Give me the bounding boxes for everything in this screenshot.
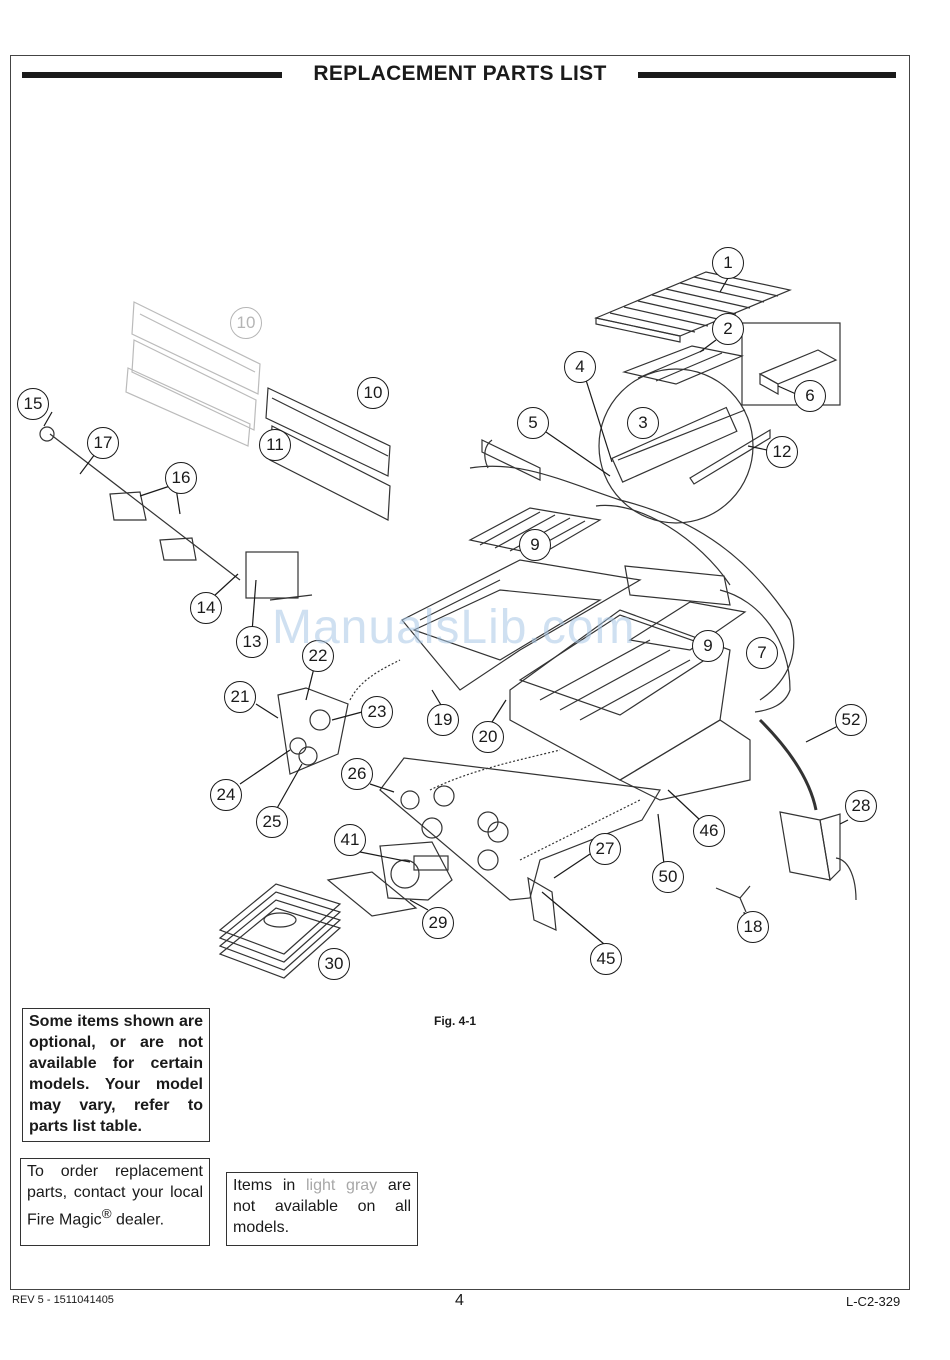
callout-27: 27	[589, 833, 621, 865]
optional-items-note: Some items shown are optional, or are no…	[22, 1008, 210, 1142]
callout-46: 46	[693, 815, 725, 847]
callout-5: 5	[517, 407, 549, 439]
revision-label: REV 5 - 1511041405	[12, 1294, 114, 1306]
registered-mark: ®	[101, 1206, 112, 1221]
callout-9: 9	[519, 529, 551, 561]
callout-1: 1	[712, 247, 744, 279]
callout-25: 25	[256, 806, 288, 838]
callout-30: 30	[318, 948, 350, 980]
callout-4: 4	[564, 351, 596, 383]
page-title: REPLACEMENT PARTS LIST	[290, 62, 630, 86]
callout-29: 29	[422, 907, 454, 939]
callout-52: 52	[835, 704, 867, 736]
callout-6: 6	[794, 380, 826, 412]
callout-20: 20	[472, 721, 504, 753]
part-warming-rack-left	[468, 507, 602, 556]
callout-28: 28	[845, 790, 877, 822]
callout-17: 17	[87, 427, 119, 459]
callout-11: 11	[259, 429, 291, 461]
order-parts-tail: dealer.	[115, 1211, 165, 1229]
callout-21: 21	[224, 681, 256, 713]
callout-3: 3	[627, 407, 659, 439]
callout-9: 9	[692, 630, 724, 662]
callout-18: 18	[737, 911, 769, 943]
page-number: 4	[455, 1292, 464, 1309]
order-parts-text: To order replacement parts, contact your…	[27, 1163, 203, 1229]
callout-7: 7	[746, 637, 778, 669]
callout-45: 45	[590, 943, 622, 975]
figure-caption: Fig. 4-1	[434, 1014, 477, 1028]
callout-16: 16	[165, 462, 197, 494]
part-flavor-grid	[621, 345, 745, 385]
callout-10: 10	[230, 307, 262, 339]
gray-note-post: are not available on all models.	[233, 1177, 411, 1236]
page-frame	[10, 55, 910, 1290]
gray-note-highlight: light gray	[305, 1177, 378, 1194]
callout-14: 14	[190, 592, 222, 624]
gray-items-note: Items in light gray are not available on…	[226, 1172, 418, 1246]
watermark-text: ManualsLib.com	[272, 601, 636, 654]
document-code: L-C2-329	[846, 1294, 901, 1309]
part-warming-rack-right	[628, 601, 747, 651]
callout-12: 12	[766, 436, 798, 468]
callout-26: 26	[341, 758, 373, 790]
callout-41: 41	[334, 824, 366, 856]
callout-10: 10	[357, 377, 389, 409]
callout-19: 19	[427, 704, 459, 736]
part-cooking-grate	[594, 271, 792, 343]
callout-15: 15	[17, 388, 49, 420]
callout-2: 2	[712, 313, 744, 345]
callout-22: 22	[302, 640, 334, 672]
gray-note-pre: Items in	[233, 1177, 296, 1194]
callout-50: 50	[652, 861, 684, 893]
header-rule-right	[638, 72, 896, 78]
callout-13: 13	[236, 626, 268, 658]
callout-23: 23	[361, 696, 393, 728]
order-parts-note: To order replacement parts, contact your…	[20, 1158, 210, 1246]
header-rule-left	[22, 72, 282, 78]
callout-24: 24	[210, 779, 242, 811]
